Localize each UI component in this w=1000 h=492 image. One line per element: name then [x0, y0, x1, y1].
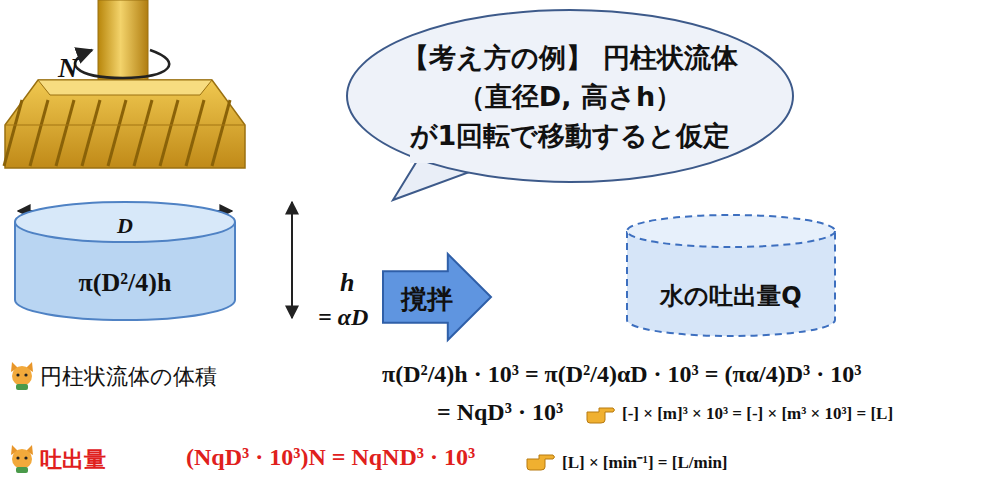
diameter-label: D — [117, 213, 133, 239]
bubble-outline — [347, 10, 793, 182]
blade — [108, 100, 126, 166]
volume-caption: 円柱状流体の体積 — [40, 362, 217, 392]
blade — [186, 100, 204, 166]
node-shape — [625, 213, 837, 338]
discharge-cylinder: 水の吐出量Q — [625, 213, 837, 338]
rotation-arrow — [75, 50, 169, 78]
node-text: 水の吐出量Q — [625, 279, 837, 314]
cylinder-top — [627, 215, 835, 247]
blade — [134, 100, 152, 166]
blade — [160, 100, 178, 166]
height-label: h — [340, 268, 354, 298]
pointing-hand — [527, 455, 555, 470]
volume-formula: = NqD³ · 10³ — [437, 399, 563, 426]
node-text: 【考え方の例】 円柱状流体（直径D, 高さh） が1回転で移動すると仮定 — [370, 38, 770, 155]
blade — [56, 100, 74, 166]
cat-icon — [11, 445, 33, 473]
pointing-hand — [587, 408, 615, 423]
blade — [30, 100, 48, 166]
rotation-speed: N — [58, 52, 78, 84]
blade — [82, 100, 100, 166]
stirring-arrow: 撹拌 — [383, 254, 491, 340]
speech-bubble: 【考え方の例】 円柱状流体（直径D, 高さh） が1回転で移動すると仮定 — [345, 8, 795, 184]
discharge-caption: 吐出量 — [40, 445, 106, 475]
dimension-arrow — [291, 202, 293, 318]
arrow-outline — [383, 254, 491, 340]
blade — [4, 100, 22, 166]
blade — [212, 100, 230, 166]
unit-note: [L] × [min⁻¹] = [L/min] — [562, 450, 728, 473]
node-text: 撹拌 — [386, 281, 468, 319]
cylinder-top — [15, 202, 235, 242]
volume-formula: π(D²/4)h · 10³ = π(D²/4)αD · 10³ = (πα/4… — [382, 361, 861, 388]
cat-icon — [11, 362, 33, 390]
height-relation: = αD — [318, 304, 368, 331]
node-text: π(D²/4)h — [13, 264, 237, 302]
discharge-formula: (NqD³ · 10³)N = NqND³ · 10³ — [186, 444, 475, 471]
impeller — [4, 0, 245, 168]
unit-note: [-] × [m]³ × 10³ = [-] × [m³ × 10³] = [L… — [622, 404, 893, 424]
